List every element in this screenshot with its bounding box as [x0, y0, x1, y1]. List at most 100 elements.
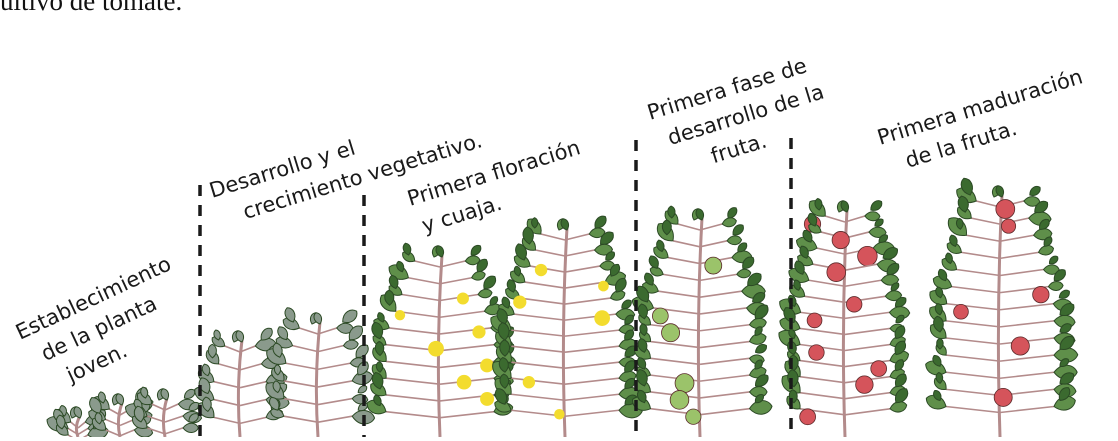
- branch: [511, 362, 565, 368]
- branch: [1000, 235, 1034, 241]
- branch: [565, 330, 619, 336]
- stem: [316, 322, 320, 437]
- branch: [386, 412, 440, 418]
- branch: [440, 311, 484, 317]
- flower: [523, 376, 535, 388]
- branch: [700, 308, 747, 314]
- branch: [565, 394, 619, 400]
- leaf: [736, 269, 751, 279]
- branch: [284, 381, 318, 387]
- fruit: [994, 388, 1012, 406]
- branch: [415, 261, 440, 267]
- branch: [165, 428, 183, 434]
- branch: [845, 312, 889, 318]
- fruit: [1011, 337, 1029, 355]
- fruit: [1001, 219, 1015, 233]
- flower: [457, 375, 472, 390]
- branch: [284, 416, 318, 422]
- branch: [700, 392, 750, 398]
- flower: [428, 341, 444, 357]
- stage-label-1: Establecimiento de la planta joven.: [12, 252, 200, 399]
- fruit: [996, 200, 1015, 219]
- branch: [78, 422, 85, 428]
- branch: [293, 346, 318, 352]
- branch: [651, 342, 701, 348]
- branch: [286, 363, 318, 369]
- branch: [658, 291, 700, 297]
- branch: [565, 410, 619, 416]
- fruit: [686, 409, 701, 424]
- branch: [800, 361, 845, 367]
- branch: [520, 298, 565, 304]
- fruit: [858, 246, 878, 266]
- branch: [165, 404, 178, 410]
- branch: [845, 393, 890, 399]
- leaf: [183, 423, 198, 432]
- fruit: [652, 308, 668, 324]
- branch: [678, 224, 700, 230]
- branch: [514, 314, 565, 320]
- branch: [565, 266, 600, 272]
- branch: [240, 417, 266, 423]
- flower: [594, 310, 610, 326]
- flower: [513, 295, 526, 308]
- branch: [825, 216, 845, 222]
- fruit: [856, 376, 873, 393]
- branch: [801, 312, 845, 318]
- fruit: [809, 345, 825, 361]
- fruit: [705, 257, 722, 274]
- fruit: [675, 374, 694, 393]
- branch: [946, 407, 1000, 413]
- branch: [651, 358, 701, 364]
- branch: [78, 428, 88, 434]
- branch: [805, 296, 845, 302]
- branch: [440, 278, 472, 284]
- branch: [961, 252, 1000, 258]
- branch: [440, 261, 465, 267]
- flower: [598, 281, 609, 292]
- branch: [700, 325, 750, 331]
- branch: [565, 378, 619, 384]
- stage-label-4: Primera fase de desarrollo de la fruta.: [644, 51, 835, 182]
- leaf: [1048, 281, 1063, 291]
- branch: [219, 364, 240, 370]
- branch: [845, 409, 890, 415]
- branch: [1000, 304, 1053, 310]
- branch: [440, 412, 494, 418]
- branch: [214, 417, 240, 423]
- branch: [952, 287, 1000, 293]
- branch: [318, 346, 343, 352]
- branch: [1000, 407, 1054, 413]
- branch: [511, 378, 565, 384]
- branch: [668, 258, 700, 264]
- branch: [386, 395, 440, 401]
- fruit: [800, 409, 816, 425]
- branch: [845, 328, 890, 334]
- branch: [957, 270, 1000, 276]
- branch: [152, 404, 165, 410]
- branch: [120, 430, 134, 436]
- branch: [700, 291, 742, 297]
- branch: [673, 241, 700, 247]
- fruit: [1033, 286, 1049, 302]
- branch: [663, 274, 700, 280]
- branch: [700, 358, 750, 364]
- branch: [845, 280, 881, 286]
- flower: [472, 325, 485, 338]
- branch: [299, 328, 318, 334]
- flower: [554, 409, 565, 420]
- branch: [971, 218, 1000, 224]
- branch: [240, 364, 261, 370]
- branch: [800, 377, 845, 383]
- branch: [386, 378, 440, 384]
- branch: [225, 346, 240, 352]
- branch: [565, 234, 589, 240]
- flower: [535, 264, 547, 276]
- stem: [563, 228, 567, 437]
- branch: [214, 400, 240, 406]
- branch: [565, 250, 595, 256]
- fruit: [807, 313, 822, 328]
- leaf: [1047, 254, 1059, 266]
- branch: [214, 382, 240, 388]
